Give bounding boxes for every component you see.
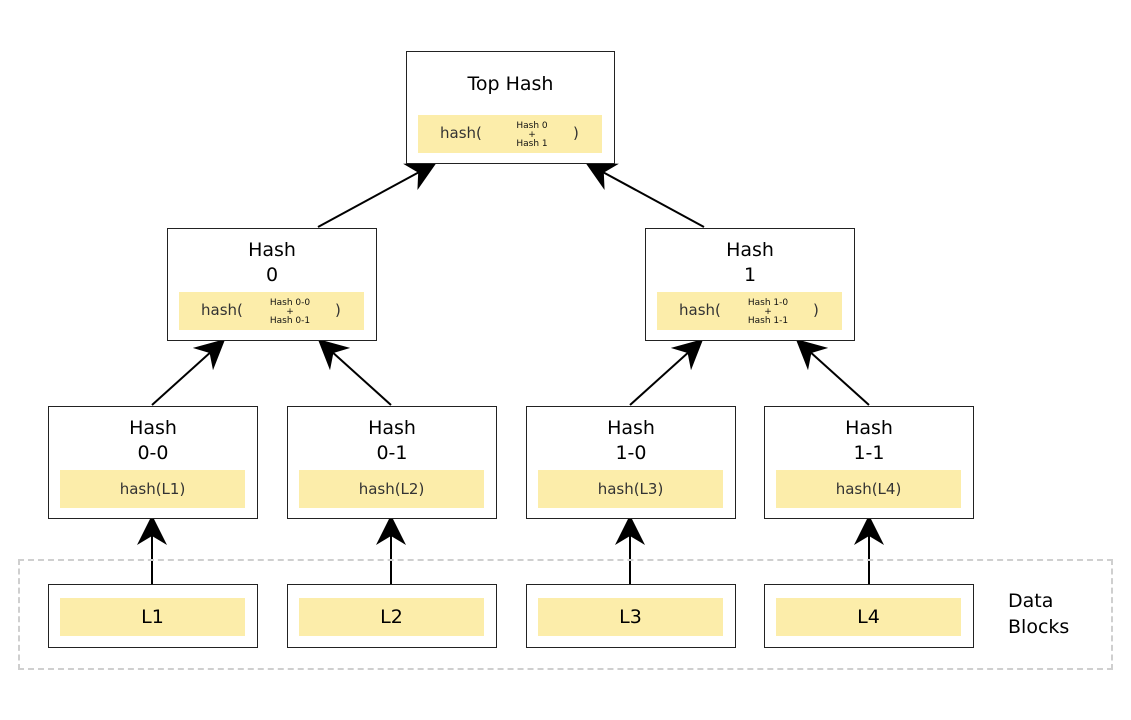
hash-0-formula: hash( Hash 0-0 + Hash 0-1 ): [179, 292, 364, 330]
hash-1-node: Hash 1 hash( Hash 1-0 + Hash 1-1 ): [645, 228, 855, 341]
hash-0-title: Hash 0: [168, 238, 376, 288]
data-block-l2-label: L2: [299, 598, 484, 636]
formula-close: ): [335, 301, 341, 319]
formula-args: Hash 0-0 + Hash 0-1: [260, 299, 320, 326]
data-block-l1: L1: [48, 584, 258, 648]
data-block-l3-label: L3: [538, 598, 723, 636]
top-hash-node: Top Hash hash( Hash 0 + Hash 1 ): [406, 51, 615, 164]
data-block-l1-label: L1: [60, 598, 245, 636]
hash-1-0-title-line1: Hash: [607, 417, 655, 439]
formula-fn: hash(: [440, 124, 482, 142]
arg-2: Hash 1-1: [747, 316, 789, 326]
data-blocks-region: [18, 559, 1113, 670]
arg-1: Hash 0-0: [269, 298, 311, 308]
arg-1: Hash 1-0: [747, 298, 789, 308]
hash-0-title-line2: 0: [265, 264, 279, 286]
arg-plus: +: [528, 130, 536, 140]
hash-1-title-line2: 1: [743, 264, 757, 286]
hash-0-node: Hash 0 hash( Hash 0-0 + Hash 0-1 ): [167, 228, 377, 341]
hash-1-1-node: Hash 1-1 hash(L4): [764, 406, 974, 519]
hash-1-1-title: Hash 1-1: [765, 416, 973, 466]
top-hash-formula: hash( Hash 0 + Hash 1 ): [418, 115, 602, 153]
formula-fn: hash(: [679, 301, 721, 319]
data-block-l3: L3: [526, 584, 736, 648]
formula-args: Hash 0 + Hash 1: [502, 122, 562, 149]
arg-plus: +: [286, 307, 294, 317]
hash-0-1-title: Hash 0-1: [288, 416, 496, 466]
data-block-l2: L2: [287, 584, 497, 648]
hash-0-0-node: Hash 0-0 hash(L1): [48, 406, 258, 519]
arg-1: Hash 0: [516, 121, 548, 131]
data-blocks-label-line2: Blocks: [1008, 616, 1070, 638]
hash-0-1-title-line1: Hash: [368, 417, 416, 439]
hash-1-1-title-line1: Hash: [845, 417, 893, 439]
hash-1-1-title-line2: 1-1: [853, 442, 885, 464]
arg-plus: +: [764, 307, 772, 317]
hash-1-0-node: Hash 1-0 hash(L3): [526, 406, 736, 519]
arrow-hash11-to-hash1: [795, 338, 870, 406]
arrow-hash01-to-hash0: [317, 338, 392, 406]
formula-args: Hash 1-0 + Hash 1-1: [738, 299, 798, 326]
data-block-l4: L4: [764, 584, 974, 648]
top-hash-title: Top Hash: [467, 73, 554, 95]
arg-2: Hash 0-1: [269, 316, 311, 326]
hash-1-title: Hash 1: [646, 238, 854, 288]
hash-0-0-title-line2: 0-0: [137, 442, 169, 464]
hash-0-title-line1: Hash: [248, 239, 296, 261]
hash-0-0-formula: hash(L1): [60, 470, 245, 508]
hash-0-1-title-line2: 0-1: [376, 442, 408, 464]
hash-1-0-title-line2: 1-0: [615, 442, 647, 464]
formula-fn: hash(: [201, 301, 243, 319]
data-blocks-label: Data Blocks: [1008, 588, 1069, 640]
formula-close: ): [573, 124, 579, 142]
arrow-hash00-to-hash0: [151, 338, 226, 406]
arg-2: Hash 1: [516, 139, 548, 149]
hash-1-0-title: Hash 1-0: [527, 416, 735, 466]
hash-1-title-line1: Hash: [726, 239, 774, 261]
hash-1-1-formula: hash(L4): [776, 470, 961, 508]
hash-1-0-formula: hash(L3): [538, 470, 723, 508]
arrow-hash10-to-hash1: [629, 338, 704, 406]
hash-0-1-formula: hash(L2): [299, 470, 484, 508]
data-block-l4-label: L4: [776, 598, 961, 636]
formula-close: ): [813, 301, 819, 319]
hash-1-formula: hash( Hash 1-0 + Hash 1-1 ): [657, 292, 842, 330]
hash-0-1-node: Hash 0-1 hash(L2): [287, 406, 497, 519]
arrow-hash0-to-top: [317, 162, 437, 228]
data-blocks-label-line1: Data: [1008, 590, 1054, 612]
arrow-hash1-to-top: [585, 162, 705, 228]
hash-0-0-title: Hash 0-0: [49, 416, 257, 466]
hash-0-0-title-line1: Hash: [129, 417, 177, 439]
